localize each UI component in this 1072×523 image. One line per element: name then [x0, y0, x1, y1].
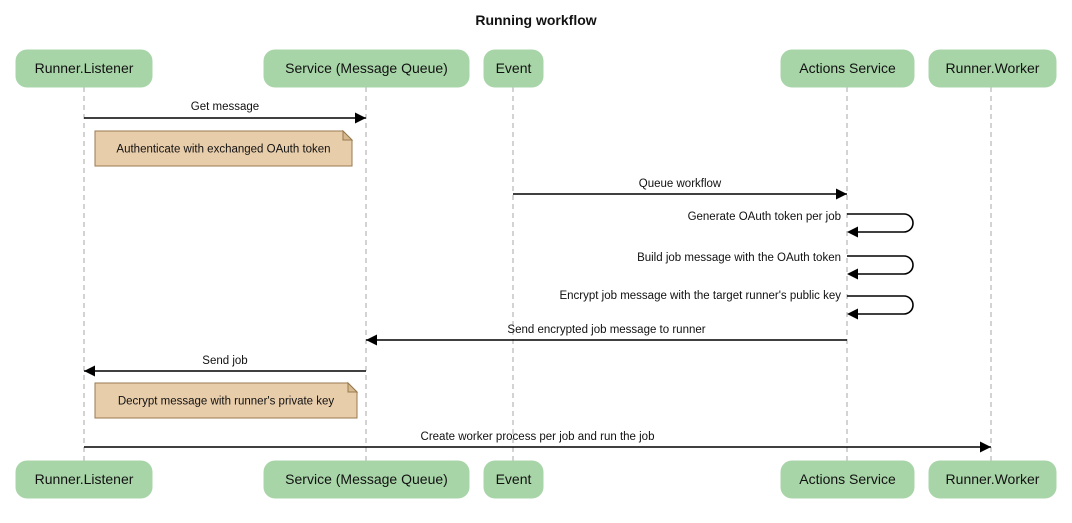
message-label: Send job — [202, 355, 247, 367]
note-authenticate-note[interactable]: Authenticate with exchanged OAuth token — [94, 129, 354, 167]
actor-box-shape — [780, 49, 915, 88]
actors-bottom-group: Runner.Listener Service (Message Queue) Ev… — [15, 460, 1057, 499]
page-title: Running workflow — [475, 12, 596, 28]
actor-actions-service-top[interactable]: Actions Service — [780, 49, 915, 88]
note-decrypt-note[interactable]: Decrypt message with runner's private ke… — [94, 381, 359, 419]
note-body-shape — [94, 130, 353, 167]
actor-service-mq-top[interactable]: Service (Message Queue) — [263, 49, 470, 88]
actor-box-shape — [263, 49, 470, 88]
actor-label: Runner.Worker — [946, 471, 1040, 487]
message-send-job[interactable]: Send job — [84, 355, 366, 377]
arrow-head — [847, 308, 858, 320]
message-build-job-message[interactable]: Build job message with the OAuth token — [637, 252, 914, 280]
message-label: Get message — [191, 101, 259, 113]
message-get-message[interactable]: Get message — [84, 101, 366, 124]
message-create-worker-process[interactable]: Create worker process per job and run th… — [84, 431, 991, 453]
self-message-path — [847, 213, 914, 233]
arrow-head — [836, 188, 847, 200]
actor-box-shape — [263, 460, 470, 499]
actor-label: Runner.Worker — [946, 60, 1040, 76]
note-label: Decrypt message with runner's private ke… — [118, 396, 335, 408]
message-encrypt-job-message[interactable]: Encrypt job message with the target runn… — [559, 290, 914, 320]
actor-event-top[interactable]: Event — [483, 49, 544, 88]
actor-service-mq-bottom[interactable]: Service (Message Queue) — [263, 460, 470, 499]
arrow-head — [366, 334, 377, 346]
message-label: Encrypt job message with the target runn… — [559, 290, 841, 302]
message-label: Generate OAuth token per job — [688, 211, 841, 223]
actor-label: Service (Message Queue) — [285, 471, 448, 487]
note-body-shape — [94, 382, 358, 419]
actor-runner-worker-top[interactable]: Runner.Worker — [928, 49, 1057, 88]
note-fold-corner-icon — [342, 129, 354, 141]
actor-box-shape — [15, 460, 153, 499]
message-label: Build job message with the OAuth token — [637, 252, 841, 264]
actor-label: Event — [496, 471, 532, 487]
actor-label: Service (Message Queue) — [285, 60, 448, 76]
actor-runner-listener-bottom[interactable]: Runner.Listener — [15, 460, 153, 499]
actors-top-group: Runner.Listener Service (Message Queue) Ev… — [15, 49, 1057, 88]
arrow-head — [847, 226, 858, 238]
note-label: Authenticate with exchanged OAuth token — [116, 144, 330, 156]
actor-box-shape — [483, 460, 544, 499]
actor-runner-listener-top[interactable]: Runner.Listener — [15, 49, 153, 88]
message-label: Send encrypted job message to runner — [507, 324, 705, 336]
arrow-head — [847, 268, 858, 280]
message-label: Create worker process per job and run th… — [421, 431, 655, 443]
arrow-head — [84, 365, 95, 377]
actor-runner-worker-bottom[interactable]: Runner.Worker — [928, 460, 1057, 499]
message-send-encrypted-job-message[interactable]: Send encrypted job message to runner — [366, 324, 847, 346]
self-message-path — [847, 295, 914, 315]
notes-group: Authenticate with exchanged OAuth tokenD… — [94, 129, 359, 419]
note-fold-corner-icon — [347, 381, 359, 393]
arrow-head — [355, 112, 366, 124]
message-label: Queue workflow — [639, 178, 722, 190]
actor-label: Runner.Listener — [35, 471, 134, 487]
actor-box-shape — [15, 49, 153, 88]
actor-box-shape — [483, 49, 544, 88]
actor-label: Runner.Listener — [35, 60, 134, 76]
self-message-path — [847, 255, 914, 275]
message-generate-oauth-token[interactable]: Generate OAuth token per job — [688, 211, 914, 238]
actor-box-shape — [928, 49, 1057, 88]
arrow-head — [980, 441, 991, 453]
actor-label: Actions Service — [799, 60, 896, 76]
actor-box-shape — [928, 460, 1057, 499]
message-queue-workflow[interactable]: Queue workflow — [513, 178, 847, 200]
actor-actions-service-bottom[interactable]: Actions Service — [780, 460, 915, 499]
actor-label: Actions Service — [799, 471, 896, 487]
actor-label: Event — [496, 60, 532, 76]
actor-box-shape — [780, 460, 915, 499]
actor-event-bottom[interactable]: Event — [483, 460, 544, 499]
